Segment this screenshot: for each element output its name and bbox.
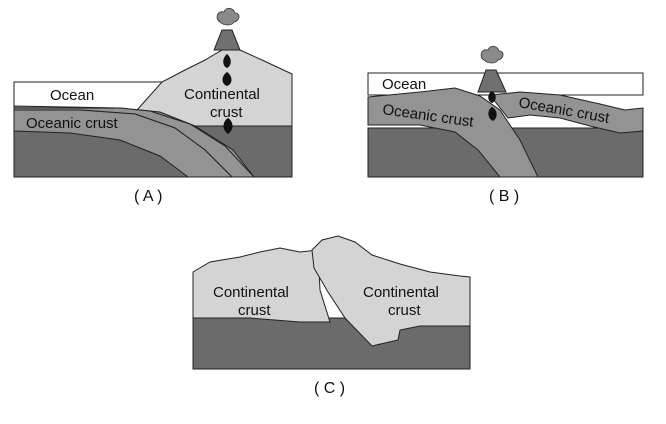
panel-a-caption: ( A ): [134, 188, 162, 205]
panel-a-oceanic-crust-label: Oceanic crust: [26, 115, 119, 132]
panel-a-magma-drop: [223, 118, 233, 134]
panel-a-smoke-icon: [216, 7, 240, 26]
panel-c-continental-right-label-1: Continental: [363, 284, 439, 301]
panel-b-smoke-icon: [480, 45, 504, 64]
panel-a-magma-drop: [223, 54, 231, 68]
panel-b-volcano: [477, 69, 507, 93]
panel-a-continental-label-1: Continental: [184, 86, 260, 103]
panel-a-oceanic-crust: [13, 109, 234, 178]
panel-b-magma-drop: [488, 91, 496, 103]
panel-c-caption: ( C ): [314, 380, 345, 397]
panel-a: Ocean Oceanic crust Continental crust ( …: [13, 7, 293, 205]
panel-b-right-oceanic-crust: [489, 91, 644, 134]
panel-a-volcano: [213, 29, 241, 51]
panel-c-continental-left-label-2: crust: [238, 302, 271, 319]
panel-c-continental-left-label-1: Continental: [213, 284, 289, 301]
panel-c: Continental crust Continental crust ( C …: [192, 235, 471, 397]
panel-b-ocean-label: Ocean: [382, 76, 426, 93]
panel-a-ocean-label: Ocean: [50, 87, 94, 104]
panel-a-magma-drop: [222, 72, 232, 86]
panel-a-ocean: [13, 81, 163, 111]
panel-c-right-continental-crust: [311, 235, 471, 347]
panel-b-magma-drop: [488, 107, 497, 121]
panel-b-caption: ( B ): [489, 188, 519, 205]
panel-c-continental-right-label-2: crust: [388, 302, 421, 319]
panel-a-continental-label-2: crust: [210, 104, 243, 121]
panel-b: Ocean Oceanic crust Oceanic crust ( B ): [367, 45, 644, 205]
